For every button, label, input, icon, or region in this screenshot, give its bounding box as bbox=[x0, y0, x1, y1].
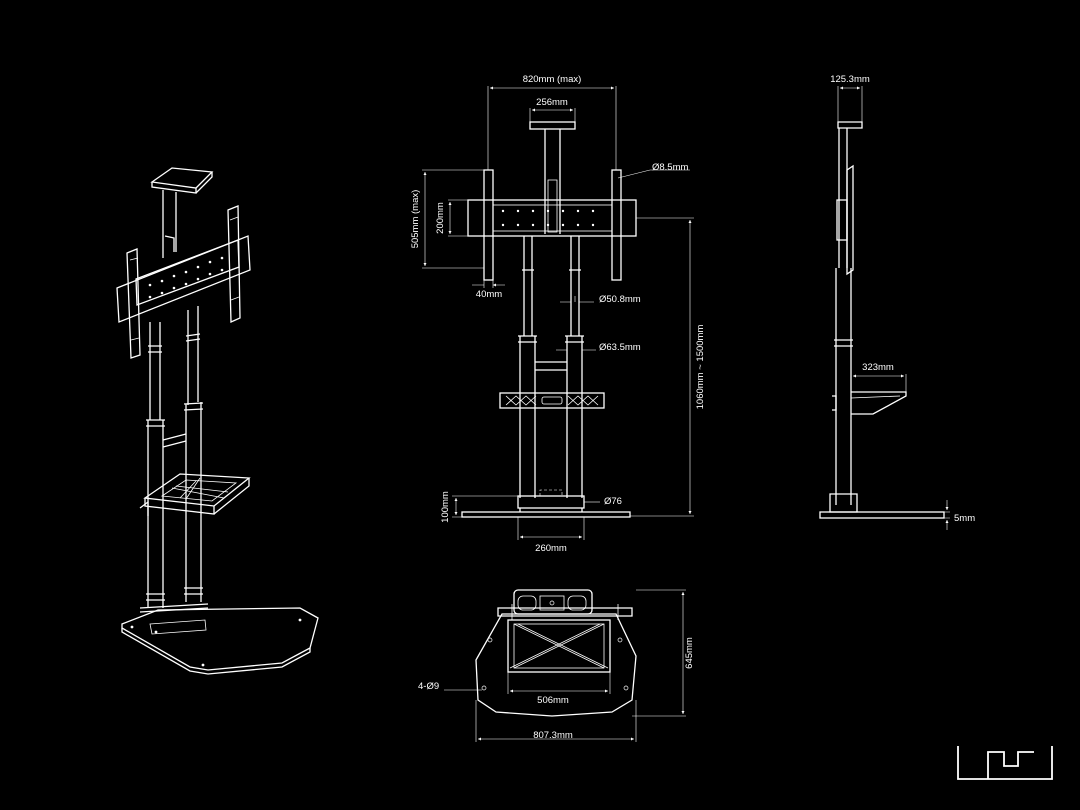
dim-base-total-width: 807.3mm bbox=[533, 730, 573, 741]
top-view: 645mm 4-Ø9 506mm 807.3mm bbox=[418, 589, 695, 742]
dim-height-range: 1060mm ~ 1500mm bbox=[695, 325, 706, 410]
perspective-view bbox=[116, 167, 319, 675]
dim-side-top: 125.3mm bbox=[830, 74, 870, 85]
dim-bracket-depth: 40mm bbox=[476, 289, 502, 300]
dim-base-thickness: 5mm bbox=[954, 513, 975, 524]
dim-bracket-height: 200mm bbox=[435, 202, 446, 234]
side-view: 125.3mm 323mm 5mm bbox=[819, 74, 975, 530]
dim-bracket-max-height: 505mm (max) bbox=[410, 190, 421, 249]
dim-column-spacing: 256mm bbox=[536, 97, 568, 108]
dim-shelf-width: 506mm bbox=[537, 695, 569, 706]
dim-base-width: 260mm bbox=[535, 543, 567, 554]
dim-hole-diameter: Ø8.5mm bbox=[652, 162, 689, 173]
lmu-logo bbox=[957, 746, 1053, 780]
dim-upper-pole: Ø50.8mm bbox=[599, 294, 641, 305]
dim-base-tube: Ø76 bbox=[604, 496, 622, 507]
dim-base-depth: 645mm bbox=[684, 637, 695, 669]
dim-screw-holes: 4-Ø9 bbox=[418, 681, 439, 692]
dim-shelf-depth: 323mm bbox=[862, 362, 894, 373]
front-view: 820mm (max) 256mm Ø8.5mm 505mm (max) 200… bbox=[410, 74, 706, 554]
dim-lower-pole: Ø63.5mm bbox=[599, 342, 641, 353]
dim-max-width: 820mm (max) bbox=[523, 74, 582, 85]
dim-base-height: 100mm bbox=[440, 491, 451, 523]
